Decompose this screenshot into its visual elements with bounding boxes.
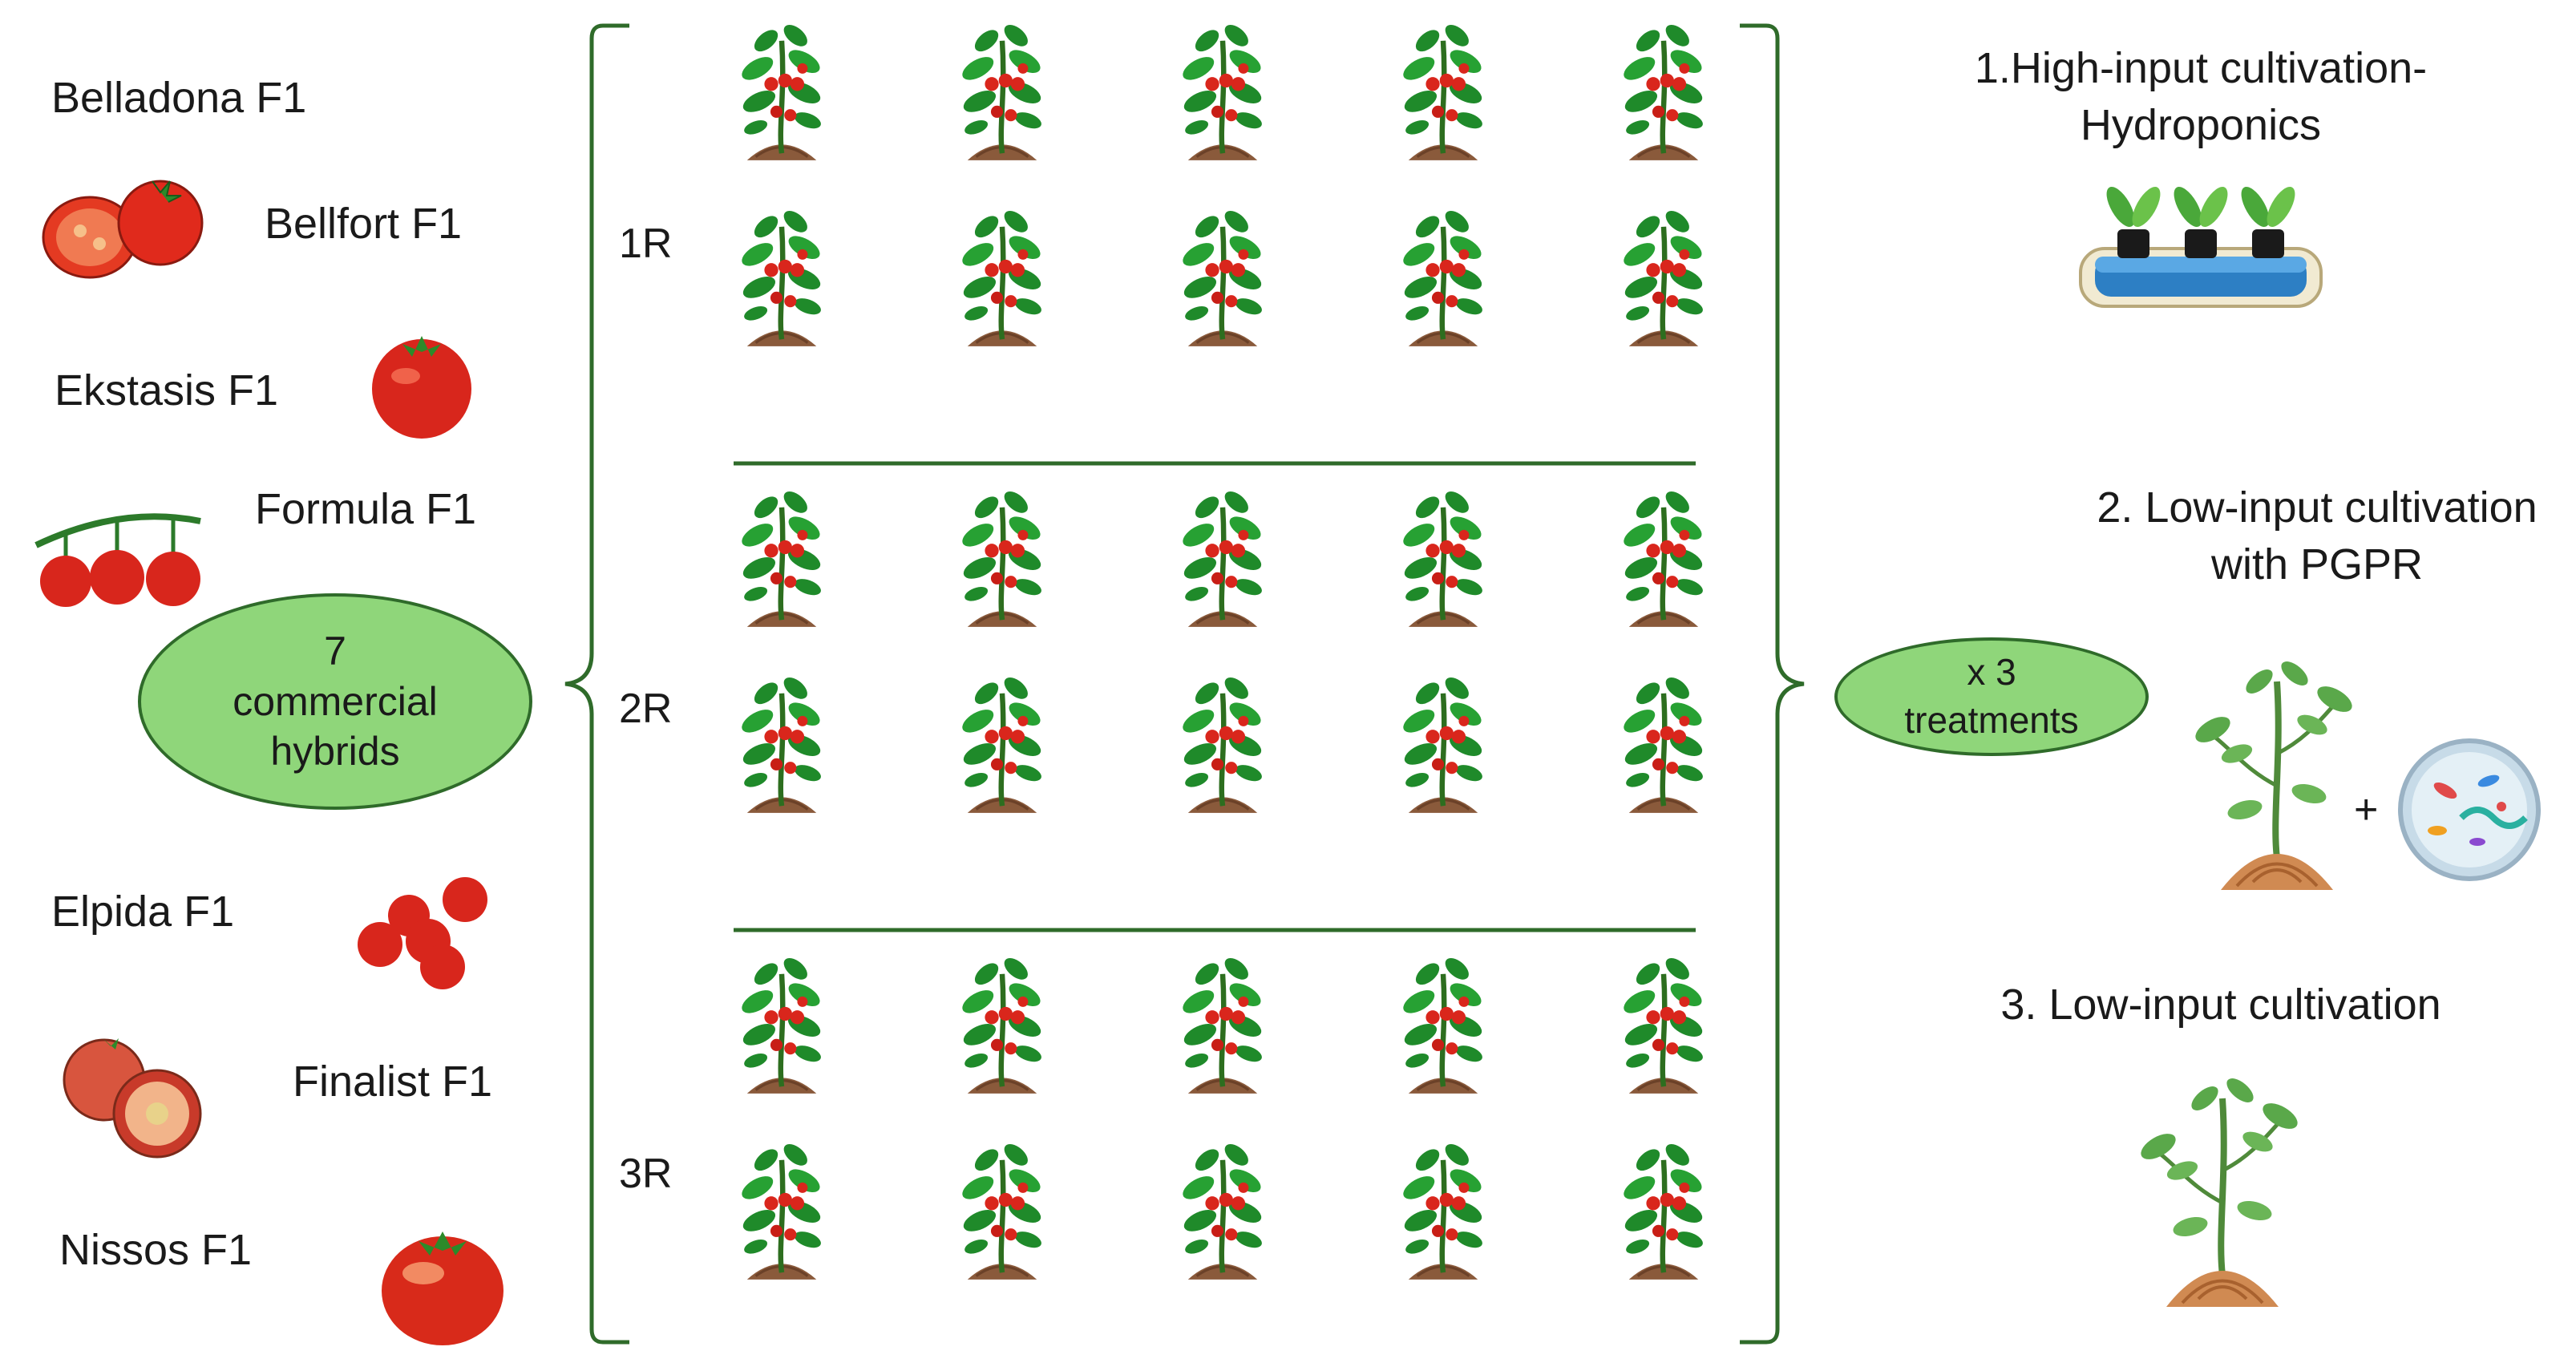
plus-sign: + (2354, 787, 2379, 833)
treatment-1-line2: Hydroponics (2080, 101, 2322, 150)
tomato-plant-icon-2R-row1-2 (959, 487, 1045, 627)
tomato-plant-icon-2R-row2-5 (1620, 673, 1706, 813)
replicate-label-1: 1R (619, 220, 673, 267)
tomato-plant-icon-3R-row2-5 (1620, 1140, 1706, 1280)
tomato-plant-icon-1R-row2-5 (1620, 207, 1706, 346)
cherry-tomatoes-icon (358, 877, 487, 989)
tomato-plant-icon-2R-row2-2 (959, 673, 1045, 813)
hybrid-label-ekstasis: Ekstasis F1 (55, 366, 279, 415)
tomato-plant-icon-2R-row1-5 (1620, 487, 1706, 627)
treatment-1-line1: 1.High-input cultivation- (1974, 44, 2428, 92)
tomato-plant-icon-1R-row1-3 (1179, 21, 1265, 160)
plant-with-roots-icon (2137, 1074, 2302, 1307)
round-tomato-icon (372, 336, 471, 439)
tomato-plant-icon-1R-row1-5 (1620, 21, 1706, 160)
treatment-1-label: 1.High-input cultivation- Hydroponics (1900, 40, 2501, 155)
hydroponics-icon (2079, 187, 2323, 308)
right-curly-brace (1740, 23, 1805, 1345)
hybrid-label-finalist: Finalist F1 (293, 1058, 493, 1106)
sliced-tomato-icon (42, 180, 204, 279)
treatment-2-label: 2. Low-input cultivation with PGPR (2060, 479, 2574, 594)
treatment-3-line1: 3. Low-input cultivation (2000, 981, 2441, 1029)
tomato-plant-icon-3R-row1-2 (959, 954, 1045, 1094)
tomato-plant-icon-1R-row2-1 (738, 207, 824, 346)
tomato-plant-icon-1R-row2-2 (959, 207, 1045, 346)
hybrid-label-nissos: Nissos F1 (59, 1226, 253, 1274)
tomato-plant-icon-3R-row2-3 (1179, 1140, 1265, 1280)
tomato-plant-icon-2R-row2-4 (1400, 673, 1486, 813)
treatments-count-label: x 3 treatments (1904, 651, 2079, 741)
bacteria-dish-icon (2398, 738, 2541, 881)
tomato-plant-icon-3R-row2-2 (959, 1140, 1045, 1280)
tomato-plant-icon-3R-row1-5 (1620, 954, 1706, 1094)
tomato-plant-icon-1R-row1-4 (1400, 21, 1486, 160)
plant-plus-bacteria-icon (2191, 657, 2541, 890)
hybrid-label-bellfort: Bellfort F1 (265, 200, 463, 248)
tomato-plant-icon-2R-row1-4 (1400, 487, 1486, 627)
tomato-plant-icon-1R-row2-4 (1400, 207, 1486, 346)
hybrid-label-formula: Formula F1 (255, 485, 477, 533)
tomato-plant-icon-2R-row2-3 (1179, 673, 1265, 813)
tomato-plant-icon-2R-row2-1 (738, 673, 824, 813)
tomato-plant-icon-3R-row2-1 (738, 1140, 824, 1280)
beefsteak-tomato-icon (382, 1232, 503, 1345)
treatment-3-label: 3. Low-input cultivation (1940, 977, 2501, 1033)
tomato-plant-icon-1R-row1-2 (959, 21, 1045, 160)
hybrid-label-belladona: Belladona F1 (51, 74, 307, 122)
tomato-plant-icon-1R-row1-1 (738, 21, 824, 160)
plant-grid (738, 21, 1706, 1280)
treatments-count-ellipse: x 3 treatments (1834, 637, 2149, 756)
tomato-plant-icon-3R-row1-4 (1400, 954, 1486, 1094)
treatment-2-line2: with PGPR (2210, 540, 2424, 589)
replicate-label-2: 2R (619, 686, 673, 732)
halved-tomato-icon (63, 1038, 202, 1159)
tomato-plant-icon-3R-row2-4 (1400, 1140, 1486, 1280)
tomato-plant-icon-3R-row1-3 (1179, 954, 1265, 1094)
hybrids-count-ellipse: 7 commercial hybrids (138, 593, 532, 810)
hybrids-count-label: 7 commercial hybrids (233, 629, 438, 774)
cherry-vine-tomato-icon (34, 513, 201, 607)
tomato-plant-icon-2R-row1-1 (738, 487, 824, 627)
treatment-2-line1: 2. Low-input cultivation (2097, 483, 2538, 532)
replicate-label-3: 3R (619, 1151, 673, 1197)
tomato-plant-icon-3R-row1-1 (738, 954, 824, 1094)
left-curly-brace (564, 23, 629, 1345)
hybrid-label-elpida: Elpida F1 (51, 888, 235, 936)
tomato-plant-icon-2R-row1-3 (1179, 487, 1265, 627)
tomato-plant-icon-1R-row2-3 (1179, 207, 1265, 346)
